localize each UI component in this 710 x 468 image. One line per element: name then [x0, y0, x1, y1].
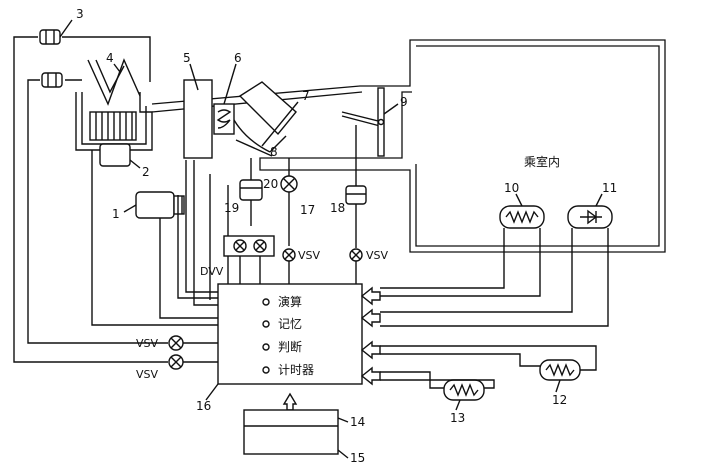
vsv-label-17: VSV: [298, 249, 321, 262]
part-label-20: 20: [263, 177, 278, 191]
blower-motor-2: 2: [99, 143, 150, 179]
vsv-valve-left-1: VSV: [136, 335, 218, 351]
servo-motor-1: 1: [112, 191, 185, 221]
part-label-14: 14: [350, 415, 365, 429]
intake-housing-4: 4: [75, 51, 153, 151]
cabin-temp-sensor-10: 10: [380, 181, 545, 297]
evap-temp-sensor-13: 13: [380, 371, 495, 425]
function-timer: 计时器: [278, 363, 314, 377]
actuator-19: 19: [224, 158, 263, 226]
input-arrows: [360, 286, 381, 386]
vsv-valve-17: VSV: [282, 248, 321, 284]
vsv-valve-18: VSV: [349, 248, 389, 284]
controller-16: 演算 记忆 判断 计时器 16: [196, 283, 363, 413]
vacuum-valve-20: 20 17: [263, 158, 315, 246]
sunload-sensor-11: 11: [380, 181, 617, 327]
vsv-label-left-2: VSV: [136, 368, 159, 381]
mode-damper-9: 9: [341, 87, 408, 186]
function-memory: 记忆: [278, 317, 302, 331]
function-compute: 演算: [278, 294, 302, 309]
outside-temp-sensor-12: 12: [380, 345, 597, 407]
part-label-8: 8: [270, 145, 278, 159]
cabin-label: 乘室内: [524, 154, 560, 169]
part-label-12: 12: [552, 393, 567, 407]
actuator-18: 18: [330, 185, 367, 248]
part-label-18: 18: [330, 201, 345, 215]
part-label-13: 13: [450, 411, 465, 425]
part-label-16: 16: [196, 399, 211, 413]
dvv-label: DVV: [200, 265, 224, 278]
part-label-4: 4: [106, 51, 114, 65]
part-label-17: 17: [300, 203, 315, 217]
vsv-label-left-1: VSV: [136, 337, 159, 350]
part-label-10: 10: [504, 181, 519, 195]
vsv-valve-left-2: VSV: [136, 354, 218, 381]
function-judge: 判断: [278, 339, 302, 354]
air-mix-damper-7: 7 8: [233, 81, 310, 159]
vsv-label-18: VSV: [366, 249, 389, 262]
part-label-1: 1: [112, 207, 120, 221]
control-panel-14-15: 14 15: [243, 392, 365, 465]
sensor-outside: [41, 72, 63, 88]
part-label-7: 7: [302, 89, 310, 103]
sensor-3: 3: [39, 7, 84, 45]
part-label-19: 19: [224, 201, 239, 215]
dvv-valve-block: DVV: [200, 235, 275, 284]
part-label-15: 15: [350, 451, 365, 465]
part-label-11: 11: [602, 181, 617, 195]
part-label-6: 6: [234, 51, 242, 65]
part-label-5: 5: [183, 51, 191, 65]
heater-core-6: 6: [213, 51, 242, 135]
part-label-3: 3: [76, 7, 84, 21]
part-label-9: 9: [400, 95, 408, 109]
evaporator-5: 5: [183, 51, 213, 159]
part-label-2: 2: [142, 165, 150, 179]
